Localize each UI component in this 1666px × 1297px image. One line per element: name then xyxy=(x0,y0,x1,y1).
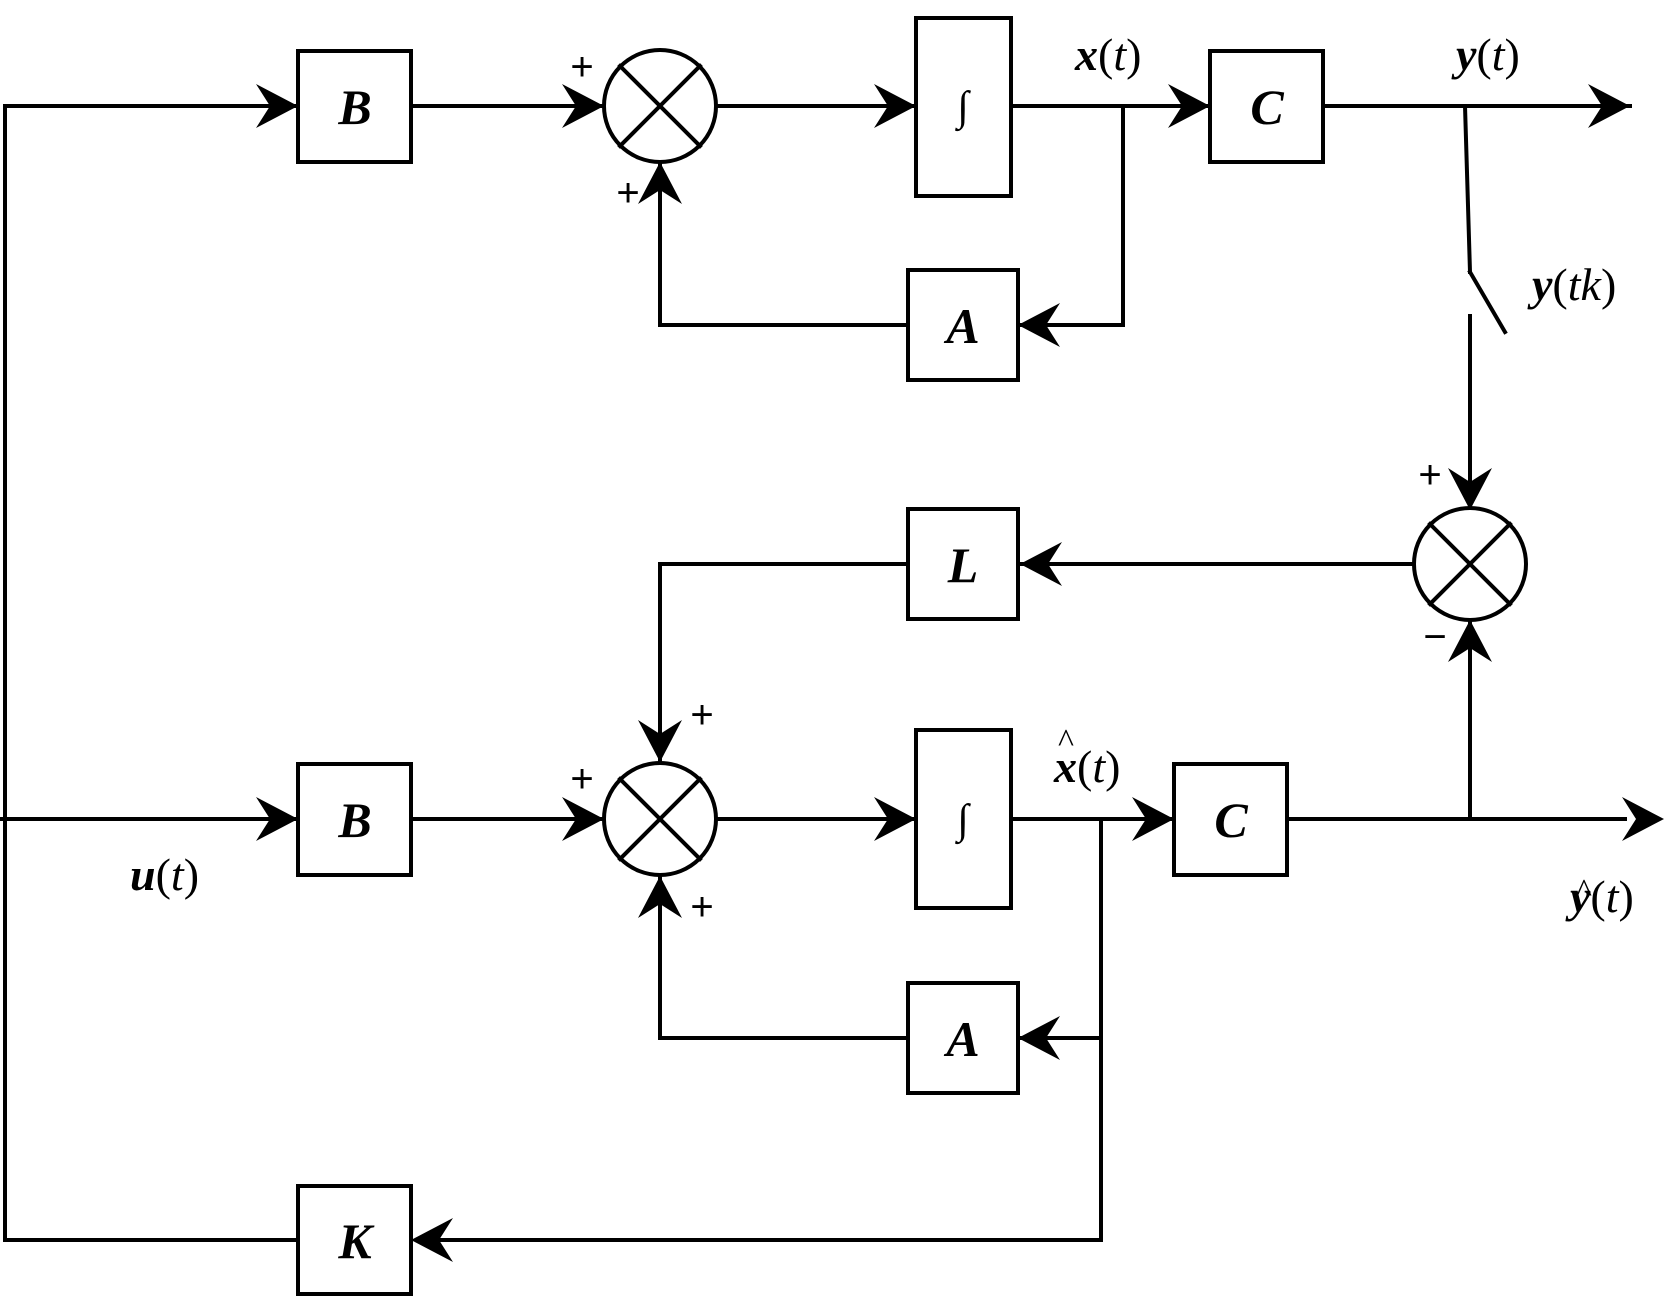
block-b-top: B xyxy=(296,49,413,164)
arrow-into-l xyxy=(1020,542,1062,586)
arrow-into-int-bottom xyxy=(874,797,916,841)
wire-a-to-sum-bottom-lower xyxy=(658,874,910,1040)
block-b-bottom: B xyxy=(296,762,413,877)
arrow-into-a-bottom xyxy=(1018,1016,1060,1060)
arrow-into-b-bottom xyxy=(256,797,298,841)
sign-err-sum-bottom: − xyxy=(1423,615,1446,659)
arrow-into-int-top xyxy=(874,84,916,128)
signal-label-x: x(t) xyxy=(1074,29,1141,80)
block-k: K xyxy=(296,1184,413,1296)
signal-label-y: y(t) xyxy=(1451,29,1520,80)
integrator-bottom-label: ∫ xyxy=(954,797,971,845)
arrow-into-c-bottom xyxy=(1132,797,1174,841)
block-integrator-bottom: ∫ xyxy=(914,728,1013,910)
arrow-output-y xyxy=(1588,84,1630,128)
xhat-hat-mark: ^ xyxy=(1058,723,1074,760)
block-integrator-top: ∫ xyxy=(914,16,1013,198)
block-c-top: C xyxy=(1208,49,1325,164)
arrow-output-yhat xyxy=(1622,797,1664,841)
wire-a-to-sum-top xyxy=(658,160,910,327)
yhat-text: y(t) xyxy=(1565,871,1634,922)
block-a-bottom-label: A xyxy=(943,1011,979,1067)
arrowheads xyxy=(256,84,1664,1262)
wire-l-to-sum-bottom xyxy=(658,562,910,764)
wire-xhat-to-a-k xyxy=(418,817,1103,1242)
yhat-hat-mark: ^ xyxy=(1576,873,1592,910)
sign-top-sum-left: + xyxy=(570,45,593,89)
arrow-down-into-err-sum xyxy=(1448,468,1492,510)
sum-junction-error xyxy=(1412,506,1528,622)
block-b-bottom-label: B xyxy=(337,792,371,848)
sign-bottom-sum-top: + xyxy=(690,693,713,737)
xhat-text: x(t) xyxy=(1053,741,1120,792)
block-a-bottom: A xyxy=(906,981,1020,1095)
signal-label-u: u(t) xyxy=(130,849,199,900)
arrow-into-sum-top xyxy=(562,84,604,128)
arrow-into-sum-bottom xyxy=(562,797,604,841)
sampler-upper-wire xyxy=(1462,103,1473,275)
signal-label-y-tk: y(tk) xyxy=(1527,259,1616,310)
arrow-up-into-err-sum xyxy=(1448,620,1492,662)
block-a-top: A xyxy=(906,268,1020,382)
block-a-top-label: A xyxy=(943,298,979,354)
integrator-top-label: ∫ xyxy=(954,84,971,132)
input-bus-wire xyxy=(3,104,300,1242)
wire-x-to-a-top xyxy=(1016,104,1125,327)
arrow-into-k xyxy=(411,1218,453,1262)
sum-junction-top xyxy=(602,48,718,164)
block-c-bottom-label: C xyxy=(1214,792,1248,848)
arrow-into-c-top xyxy=(1168,84,1210,128)
block-l: L xyxy=(906,507,1020,621)
sign-top-sum-bottom: + xyxy=(616,171,639,215)
arrow-up-into-sum-bottom xyxy=(638,876,682,918)
signal-label-yhat: ^ y(t) xyxy=(1565,871,1634,922)
signal-label-xhat: ^ x(t) xyxy=(1053,723,1120,792)
arrow-down-into-sum-bottom xyxy=(638,720,682,762)
block-c-top-label: C xyxy=(1250,79,1284,135)
block-b-top-label: B xyxy=(337,79,371,135)
block-k-label: K xyxy=(337,1213,375,1269)
arrow-up-into-sum-top xyxy=(638,162,682,204)
block-l-label: L xyxy=(947,537,979,593)
sign-bottom-sum-bottom: + xyxy=(690,885,713,929)
arrow-into-a-top xyxy=(1018,303,1060,347)
sign-bottom-sum-left: + xyxy=(570,757,593,801)
sign-err-sum-top: + xyxy=(1418,453,1441,497)
sum-junction-bottom xyxy=(602,761,718,877)
arrow-into-b-top xyxy=(256,84,298,128)
sampler-switch-blade xyxy=(1467,269,1508,335)
wires xyxy=(0,103,1632,1242)
block-c-bottom: C xyxy=(1172,762,1289,877)
